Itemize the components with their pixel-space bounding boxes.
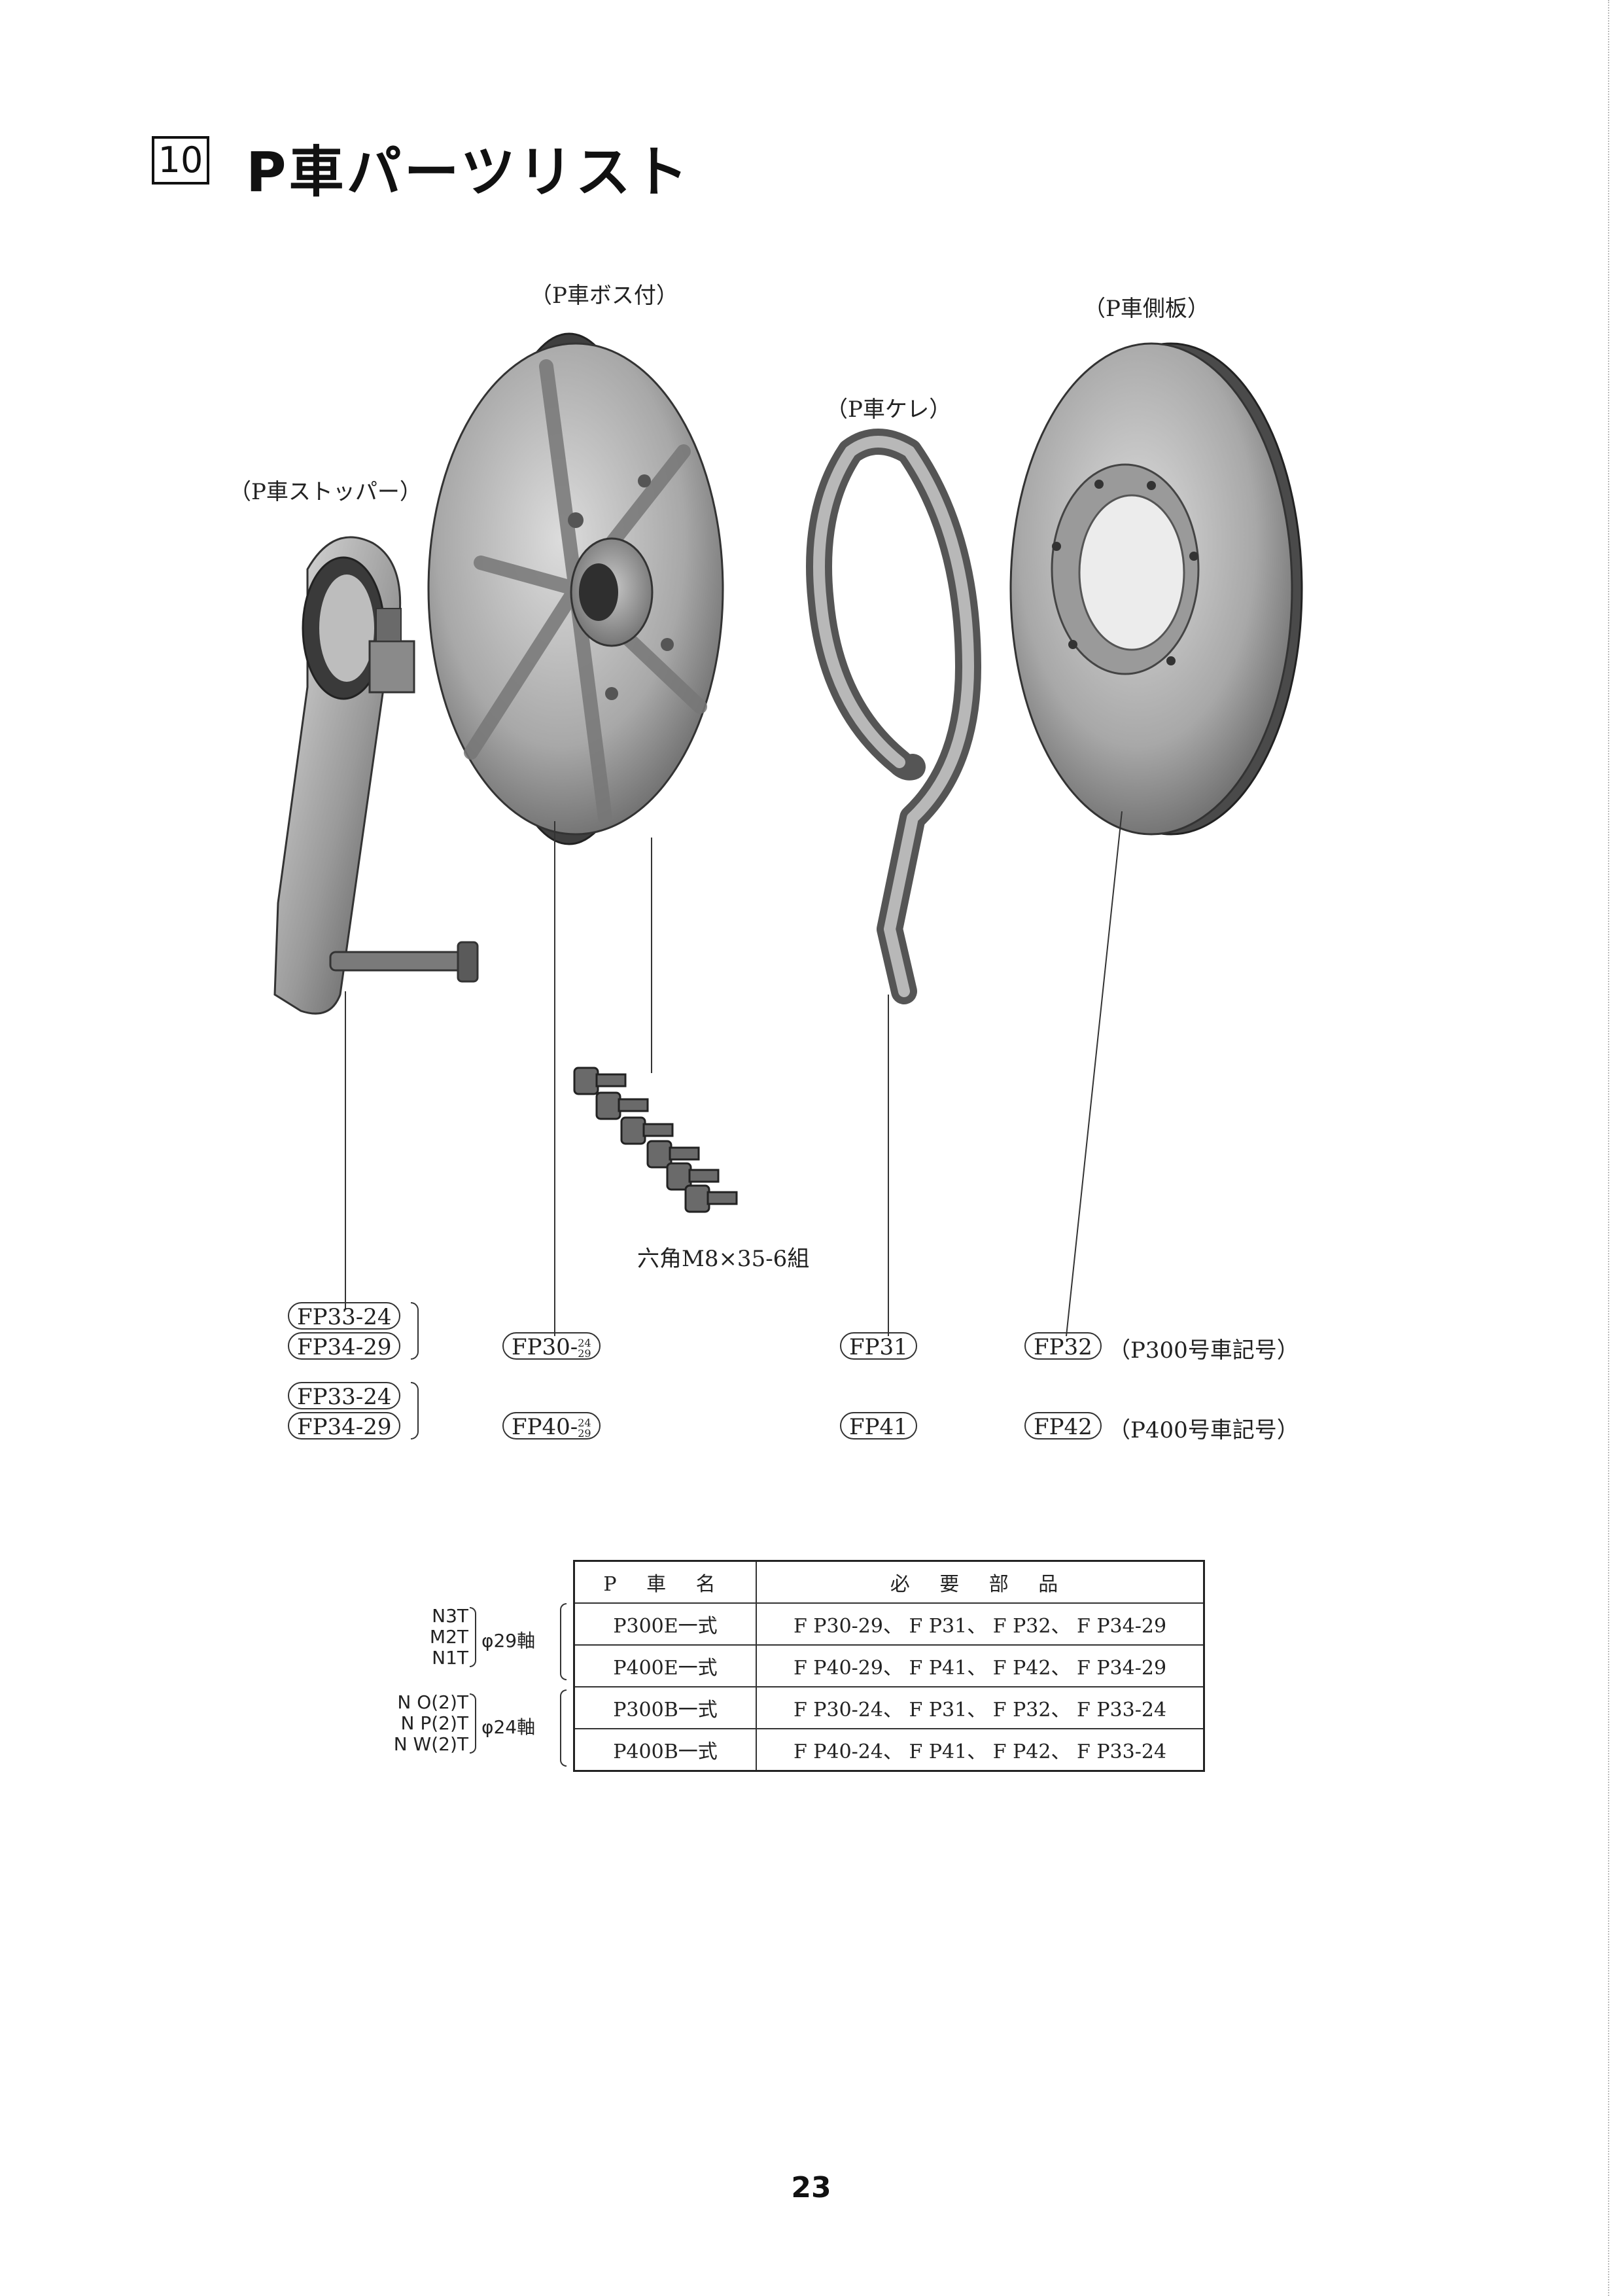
kere-drawing: [806, 429, 981, 1004]
code-fp40-base: FP40-: [512, 1414, 578, 1440]
leader-lines: [345, 811, 1123, 1337]
model-m2t: M2T: [429, 1626, 468, 1648]
page-number: 23: [791, 2171, 831, 2204]
brace-stopper-bottom: [411, 1382, 419, 1439]
code-fp42: FP42: [1024, 1412, 1102, 1440]
cell-parts: F P30-24、 F P31、 F P32、 F P33-24: [756, 1686, 1205, 1729]
code-fp40-suffix-bottom: 29: [578, 1427, 591, 1439]
caption-kere: （P車ケレ）: [826, 397, 952, 423]
code-fp30-suffix-top: 24: [578, 1337, 591, 1349]
bolt-note: 六角M8×35-6組: [637, 1246, 810, 1272]
model-no2t: N O(2)T: [397, 1691, 468, 1713]
code-fp30-suffix-bottom: 29: [578, 1347, 591, 1360]
model-n1t: N1T: [432, 1647, 468, 1669]
code-fp30-base: FP30-: [512, 1334, 578, 1360]
boss-wheel-drawing: [427, 332, 724, 845]
caption-boss-wheel: （P車ボス付）: [530, 283, 678, 309]
mark-p400: （P400号車記号）: [1108, 1417, 1299, 1443]
table-header-row: P 車 名 必 要 部 品: [573, 1560, 1205, 1604]
section-number: 10: [152, 136, 209, 185]
header-required-parts: 必 要 部 品: [756, 1560, 1205, 1604]
code-fp33-24: FP33-24: [288, 1302, 401, 1330]
cell-parts: F P40-29、 F P41、 F P42、 F P34-29: [756, 1644, 1205, 1687]
cell-model: P400B一式: [573, 1728, 757, 1772]
model-nw2t: N W(2)T: [393, 1733, 468, 1755]
group-24-models: N O(2)T N P(2)T N W(2)T: [377, 1692, 468, 1755]
table-brace-29: [560, 1603, 567, 1680]
cell-model: P400E一式: [573, 1644, 757, 1687]
code-fp31: FP31: [840, 1332, 917, 1360]
table-row: P400E一式 F P40-29、 F P41、 F P42、 F P34-29: [573, 1644, 1205, 1687]
cell-model: P300E一式: [573, 1602, 757, 1646]
model-n3t: N3T: [432, 1605, 468, 1627]
brace-group-24: [470, 1693, 476, 1754]
side-plate-drawing: [1009, 342, 1303, 836]
code-fp41: FP41: [840, 1412, 917, 1440]
code-fp32: FP32: [1024, 1332, 1102, 1360]
shaft-24: φ24軸: [481, 1716, 536, 1738]
code-fp34-29: FP34-29: [288, 1332, 401, 1360]
code-fp40-suffix-top: 24: [578, 1417, 591, 1429]
cell-parts: F P30-29、 F P31、 F P32、 F P34-29: [756, 1602, 1205, 1646]
table-row: P300E一式 F P30-29、 F P31、 F P32、 F P34-29: [573, 1602, 1205, 1646]
shaft-29: φ29軸: [481, 1630, 536, 1651]
header-model: P 車 名: [573, 1560, 757, 1604]
stopper-drawing: [273, 536, 479, 1015]
cell-parts: F P40-24、 F P41、 F P42、 F P33-24: [756, 1728, 1205, 1772]
code-fp34-29-b: FP34-29: [288, 1412, 401, 1440]
page-title: P車パーツリスト: [246, 140, 691, 204]
table-row: P300B一式 F P30-24、 F P31、 F P32、 F P33-24: [573, 1686, 1205, 1729]
parts-table: P 車 名 必 要 部 品 P300E一式 F P30-29、 F P31、 F…: [573, 1560, 1205, 1772]
model-np2t: N P(2)T: [400, 1712, 469, 1734]
code-fp33-24-b: FP33-24: [288, 1382, 401, 1410]
brace-stopper-top: [411, 1302, 419, 1360]
brace-group-29: [470, 1607, 476, 1667]
mark-p300: （P300号車記号）: [1108, 1337, 1299, 1364]
group-29-models: N3T M2T N1T: [377, 1606, 468, 1669]
caption-stopper: （P車ストッパー）: [229, 479, 422, 505]
scan-edge-line: [1608, 0, 1609, 2296]
caption-side-plate: （P車側板）: [1083, 296, 1210, 322]
table-row: P400B一式 F P40-24、 F P41、 F P42、 F P33-24: [573, 1728, 1205, 1772]
table-brace-24: [560, 1689, 567, 1767]
cell-model: P300B一式: [573, 1686, 757, 1729]
hex-bolts-drawing: [573, 1067, 738, 1213]
